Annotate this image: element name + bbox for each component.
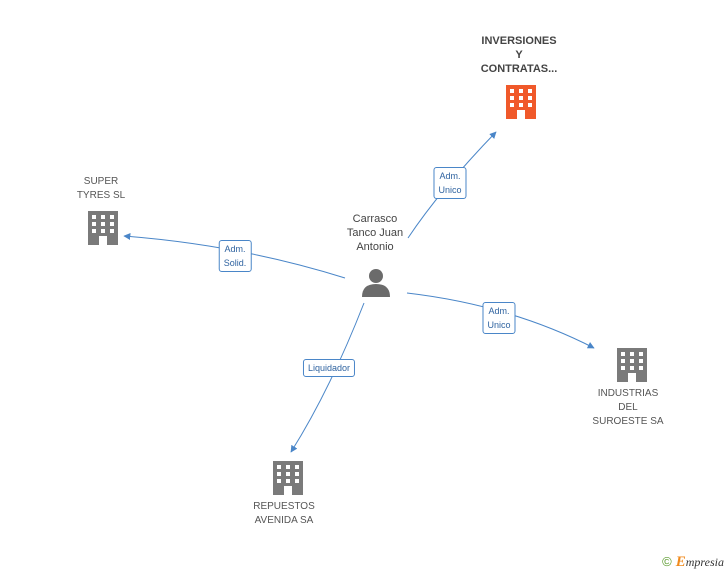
label-line: Adm. (439, 171, 461, 181)
label-line: Liquidador (307, 363, 351, 373)
label-line: AVENIDA SA (254, 515, 314, 526)
label-line: TYRES SL (76, 190, 126, 201)
label-line: INDUSTRIAS (597, 388, 659, 399)
label-line: REPUESTOS (253, 501, 315, 512)
brand-name: mpresia (685, 555, 724, 569)
building-icon[interactable] (506, 85, 536, 119)
industrias-label[interactable]: INDUSTRIAS DEL SUROESTE SA (592, 387, 663, 429)
building-icon[interactable] (88, 211, 118, 245)
person-label[interactable]: Carrasco Tanco Juan Antonio (347, 212, 403, 254)
person-icon[interactable] (362, 269, 390, 297)
copyright-symbol: © (662, 554, 672, 569)
label-line: SUPER (83, 176, 119, 187)
label-line: Y (515, 49, 523, 61)
label-line: Unico (438, 185, 462, 195)
empresia-logo[interactable]: ©Empresia (662, 554, 724, 571)
edge-to-repuestos (290, 302, 365, 453)
edge-label-to-industrias[interactable]: Adm. Unico (482, 302, 516, 334)
label-line: Carrasco (352, 213, 398, 225)
label-line: CONTRATAS... (480, 63, 558, 75)
label-line: SUROESTE SA (592, 416, 664, 427)
label-line: Solid. (223, 258, 247, 268)
label-line: Tanco Juan (346, 227, 404, 239)
building-icon[interactable] (273, 461, 303, 495)
label-line: Unico (487, 320, 511, 330)
edge-label-to-repuestos[interactable]: Liquidador (302, 359, 356, 377)
label-line: INVERSIONES (481, 35, 557, 47)
super-tyres-label[interactable]: SUPER TYRES SL (77, 175, 125, 203)
brand-initial: E (675, 554, 686, 570)
label-line: Adm. (224, 244, 246, 254)
label-line: DEL (618, 402, 638, 413)
edge-label-to-main[interactable]: Adm. Unico (433, 167, 467, 199)
label-line: Adm. (488, 306, 510, 316)
main-company-label[interactable]: INVERSIONES Y CONTRATAS... (481, 34, 558, 76)
label-line: Antonio (356, 241, 394, 253)
building-icon[interactable] (617, 348, 647, 382)
repuestos-label[interactable]: REPUESTOS AVENIDA SA (253, 500, 315, 528)
edge-label-to-super-tyres[interactable]: Adm. Solid. (218, 240, 252, 272)
